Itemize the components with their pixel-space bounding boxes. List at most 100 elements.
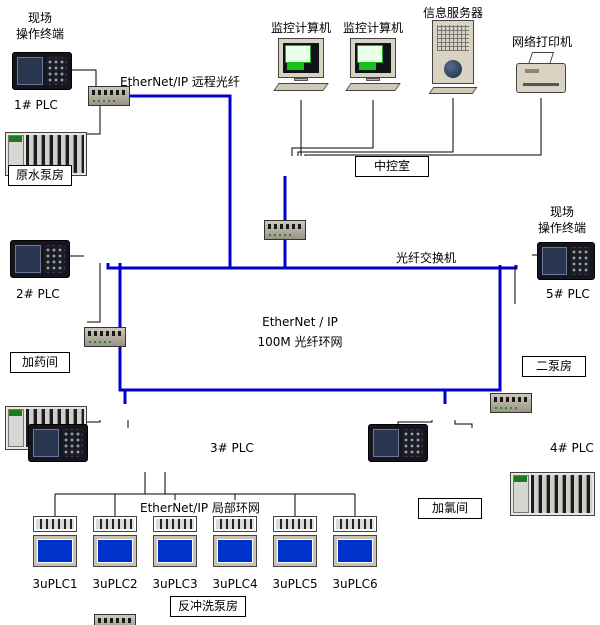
- monitor-pc-1-icon: [272, 38, 330, 91]
- wire-switch2-rack2: [87, 263, 101, 323]
- mini-plc-icon: [273, 516, 317, 532]
- wire-server-central: [297, 98, 454, 156]
- label-sub-plc-2: 3uPLC2: [92, 577, 138, 591]
- monitor-pc-2-icon: [344, 38, 402, 91]
- panel-monitor-icon: [213, 535, 257, 567]
- hmi-screen-icon: [542, 247, 567, 275]
- blue-screen-icon: [37, 539, 73, 563]
- sub-plc-3-icon: [153, 516, 197, 567]
- label-plc4: 4# PLC: [550, 441, 594, 455]
- panel-monitor-icon: [33, 535, 77, 567]
- fiber-ring-bottom: [118, 263, 502, 392]
- crt-screen-icon: [355, 43, 391, 73]
- plc-psu-icon: [513, 475, 529, 513]
- wire-hmi1-switch1: [72, 69, 97, 86]
- hmi-terminal-4-icon: [28, 424, 88, 462]
- label-plc3: 3# PLC: [210, 441, 254, 455]
- label-ring-ethernet-ip: EtherNet / IP: [262, 315, 338, 329]
- mini-plc-icon: [153, 516, 197, 532]
- label-fiber-switch: 光纤交换机: [396, 251, 457, 265]
- hmi-screen-icon: [15, 245, 41, 273]
- wire-printer-central: [304, 98, 542, 156]
- mini-plc-icon: [33, 516, 77, 532]
- wire-switch5-rack4: [454, 420, 473, 428]
- sub-plc-4-icon: [213, 516, 257, 567]
- printer-body-icon: [516, 63, 566, 93]
- label-field-terminal-right: 现场 操作终端: [537, 205, 586, 236]
- keyboard-icon: [345, 83, 401, 91]
- mini-plc-icon: [213, 516, 257, 532]
- fiber-remote-link: [130, 94, 232, 268]
- monitor-stand-icon: [366, 78, 380, 81]
- crt-monitor-icon: [278, 38, 324, 78]
- wire-switch5-hmi5: [397, 420, 433, 424]
- fiber-ring-top: [106, 263, 518, 270]
- panel-monitor-icon: [333, 535, 377, 567]
- plc-rack-5-icon: [510, 472, 595, 516]
- label-network-printer: 网络打印机: [511, 35, 572, 49]
- mini-plc-icon: [93, 516, 137, 532]
- ethernet-switch-2-icon: [84, 327, 126, 347]
- label-central-control-room: 中控室: [355, 156, 429, 178]
- hmi-terminal-2-icon: [10, 240, 70, 278]
- blue-screen-icon: [157, 539, 193, 563]
- panel-monitor-icon: [273, 535, 317, 567]
- blue-screen-icon: [97, 539, 133, 563]
- hmi-keypad-icon: [45, 57, 67, 85]
- hmi-terminal-3-icon: [537, 242, 595, 280]
- label-plc5: 5# PLC: [546, 287, 590, 301]
- sub-plc-2-icon: [93, 516, 137, 567]
- ethernet-switch-1-icon: [88, 86, 130, 106]
- hmi-keypad-icon: [569, 247, 590, 275]
- label-raw-water-pump-room: 原水泵房: [8, 165, 72, 187]
- label-sub-plc-4: 3uPLC4: [212, 577, 258, 591]
- plc-tag-icon: [514, 476, 527, 482]
- wire-pc2-central: [291, 100, 374, 156]
- label-info-server: 信息服务器: [422, 6, 483, 20]
- hmi-keypad-icon: [43, 245, 65, 273]
- hmi-terminal-5-icon: [368, 424, 428, 462]
- keyboard-icon: [273, 83, 329, 91]
- hmi-keypad-icon: [401, 429, 423, 457]
- blue-screen-icon: [337, 539, 373, 563]
- label-ring-100m-fiber: 100M 光纤环网: [257, 335, 343, 349]
- label-dosing-room: 加药间: [10, 352, 70, 374]
- mini-plc-icon: [333, 516, 377, 532]
- plc-modules-icon: [531, 475, 592, 513]
- label-sub-plc-1: 3uPLC1: [32, 577, 78, 591]
- label-sub-plc-3: 3uPLC3: [152, 577, 198, 591]
- label-plc1: 1# PLC: [14, 98, 58, 112]
- panel-monitor-icon: [153, 535, 197, 567]
- label-remote-fiber: EtherNet/IP 远程光纤: [120, 75, 240, 89]
- hmi-screen-icon: [373, 429, 399, 457]
- plc-tag-icon: [9, 410, 22, 416]
- hmi-screen-icon: [17, 57, 43, 85]
- network-printer-icon: [516, 52, 566, 93]
- label-backwash-pump-room: 反冲洗泵房: [170, 596, 246, 618]
- label-sub-plc-5: 3uPLC5: [272, 577, 318, 591]
- blue-screen-icon: [217, 539, 253, 563]
- ethernet-switch-3-icon: [490, 393, 532, 413]
- label-plc2: 2# PLC: [16, 287, 60, 301]
- server-tower-icon: [432, 20, 474, 84]
- crt-monitor-icon: [350, 38, 396, 78]
- hmi-screen-icon: [33, 429, 59, 457]
- label-chlorination-room: 加氯间: [418, 498, 482, 520]
- label-field-terminal-top-left: 现场 操作终端: [15, 11, 64, 42]
- sub-plc-6-icon: [333, 516, 377, 567]
- ethernet-switch-central-icon: [264, 220, 306, 240]
- label-second-pump-room: 二泵房: [522, 356, 586, 378]
- wire-switch1-rack1: [87, 106, 101, 135]
- fiber-ring-lines: [106, 94, 518, 404]
- plc-psu-icon: [8, 409, 24, 447]
- label-monitor-pc-2: 监控计算机: [342, 21, 403, 35]
- plc-tag-icon: [9, 136, 22, 142]
- crt-screen-icon: [283, 43, 319, 73]
- label-sub-plc-6: 3uPLC6: [332, 577, 378, 591]
- ethernet-switch-4-icon: [94, 614, 136, 625]
- sub-plc-5-icon: [273, 516, 317, 567]
- keyboard-icon: [428, 87, 478, 94]
- sub-plc-1-icon: [33, 516, 77, 567]
- label-local-ring: EtherNet/IP 局部环网: [138, 500, 262, 517]
